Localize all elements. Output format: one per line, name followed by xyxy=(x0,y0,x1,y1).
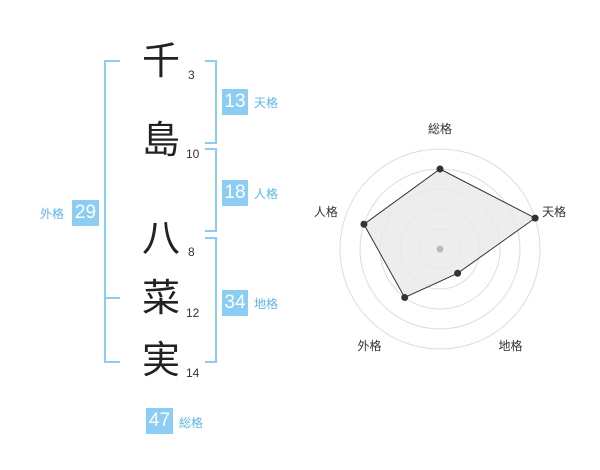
radar-point-4 xyxy=(401,294,409,302)
radar-axis-label: 外格 xyxy=(357,338,381,353)
jinkaku-label: 人格 xyxy=(254,187,279,201)
gaikaku-label: 外格 xyxy=(40,207,65,221)
tenkaku-label: 天格 xyxy=(254,96,279,110)
radar-point-2 xyxy=(531,214,539,222)
radar-point-3 xyxy=(454,269,462,277)
chikaku-bracket xyxy=(205,237,217,363)
tenkaku-bracket xyxy=(205,60,217,144)
gaikaku-value: 29 xyxy=(72,200,99,226)
jinkaku-value: 18 xyxy=(222,180,248,206)
radar-area xyxy=(363,168,537,299)
name-char-2: 島 xyxy=(141,118,180,162)
radar-ring xyxy=(339,148,541,350)
radar-axis-label: 人格 xyxy=(314,204,338,219)
name-char-5: 実 xyxy=(141,338,180,382)
name-char-1: 千 xyxy=(141,39,180,83)
chikaku-value: 34 xyxy=(222,290,248,316)
stroke-count-2: 10 xyxy=(186,147,200,161)
radar-center xyxy=(436,245,444,253)
chikaku-label: 地格 xyxy=(254,297,279,311)
radar-axis-label: 総格 xyxy=(428,121,452,136)
soukaku-label: 総格 xyxy=(179,416,204,430)
jinkaku-bracket xyxy=(205,148,217,232)
radar-point-5 xyxy=(360,220,368,228)
name-char-3: 八 xyxy=(141,216,180,260)
stroke-count-3: 8 xyxy=(188,245,195,259)
radar-axis-label: 天格 xyxy=(542,204,566,219)
tenkaku-value: 13 xyxy=(222,89,248,115)
gaikaku-bracket xyxy=(104,60,120,363)
gaikaku-bracket-divider xyxy=(104,297,120,299)
stroke-count-5: 14 xyxy=(186,366,200,380)
soukaku-value: 47 xyxy=(146,408,173,434)
radar-axis-label: 地格 xyxy=(498,338,522,353)
name-char-4: 菜 xyxy=(141,276,180,320)
stroke-count-1: 3 xyxy=(188,68,195,82)
radar-point-1 xyxy=(436,165,444,173)
stroke-count-4: 12 xyxy=(186,306,200,320)
